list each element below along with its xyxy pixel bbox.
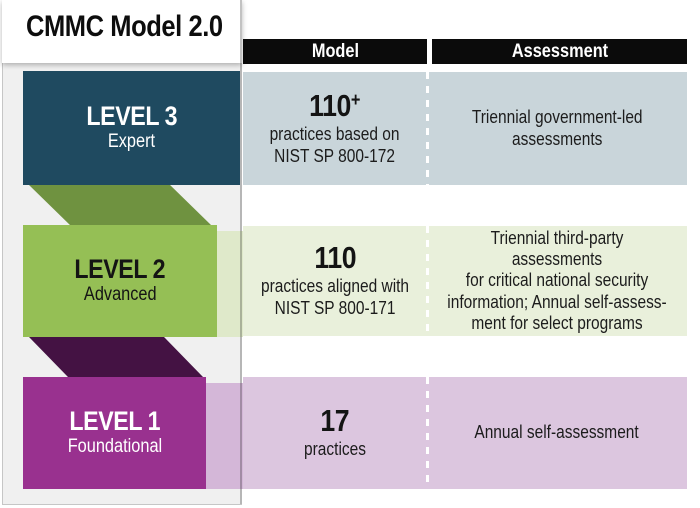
practices-detail-level-3: practices based on NIST SP 800-172 [270, 123, 400, 166]
assessment-cell-level-1: Annual self-assessment [427, 377, 687, 489]
assessment-text-level-2: Triennial third-party assessments for cr… [447, 227, 667, 333]
level-1-box: LEVEL 1 Foundational [23, 377, 206, 489]
column-header-model: Model [243, 39, 427, 64]
level-1-side-strip [206, 383, 243, 489]
level-3-label: LEVEL 3 [86, 100, 177, 131]
level-1-label: LEVEL 1 [69, 405, 160, 436]
level-2-box: LEVEL 2 Advanced [23, 225, 217, 337]
practices-detail-level-2: practices aligned with NIST SP 800-171 [260, 276, 410, 318]
title-box: CMMC Model 2.0 [2, 0, 242, 63]
panel-edge-line [240, 0, 242, 504]
column-divider-level-2 [426, 226, 429, 336]
level-3-tier: Expert [107, 131, 156, 153]
assessment-cell-level-2: Triennial third-party assessments for cr… [427, 226, 687, 336]
column-divider-level-1 [426, 377, 429, 489]
level-3-box: LEVEL 3 Expert [23, 71, 240, 185]
column-header-assessment-label: Assessment [511, 40, 608, 62]
practices-count-level-1: 17 [320, 403, 350, 439]
column-divider-level-3 [426, 72, 429, 185]
model-cell-level-1: 17 practices [243, 377, 427, 489]
assessment-text-level-3: Triennial government-led assessments [471, 107, 643, 149]
level-2-label: LEVEL 2 [74, 253, 166, 284]
row-level-2: 110 practices aligned with NIST SP 800-1… [243, 226, 687, 336]
row-level-3: 110+ practices based on NIST SP 800-172 … [243, 72, 687, 185]
assessment-text-level-1: Annual self-assessment [474, 422, 640, 443]
model-cell-level-2: 110 practices aligned with NIST SP 800-1… [243, 226, 427, 336]
practices-detail-level-1: practices [304, 439, 366, 460]
practices-count-level-2: 110 [314, 240, 356, 276]
level-2-tier: Advanced [83, 284, 157, 306]
row-level-1: 17 practices Annual self-assessment [243, 377, 687, 489]
plus-sign: + [351, 89, 361, 111]
level-1-tier: Foundational [67, 436, 162, 458]
practices-count-level-3: 110+ [309, 87, 361, 123]
column-header-model-label: Model [311, 40, 359, 62]
model-cell-level-3: 110+ practices based on NIST SP 800-172 [243, 72, 427, 185]
level-2-side-strip [217, 231, 243, 337]
assessment-cell-level-3: Triennial government-led assessments [427, 72, 687, 185]
page-title: CMMC Model 2.0 [26, 9, 223, 43]
column-header-assessment: Assessment [432, 39, 687, 64]
